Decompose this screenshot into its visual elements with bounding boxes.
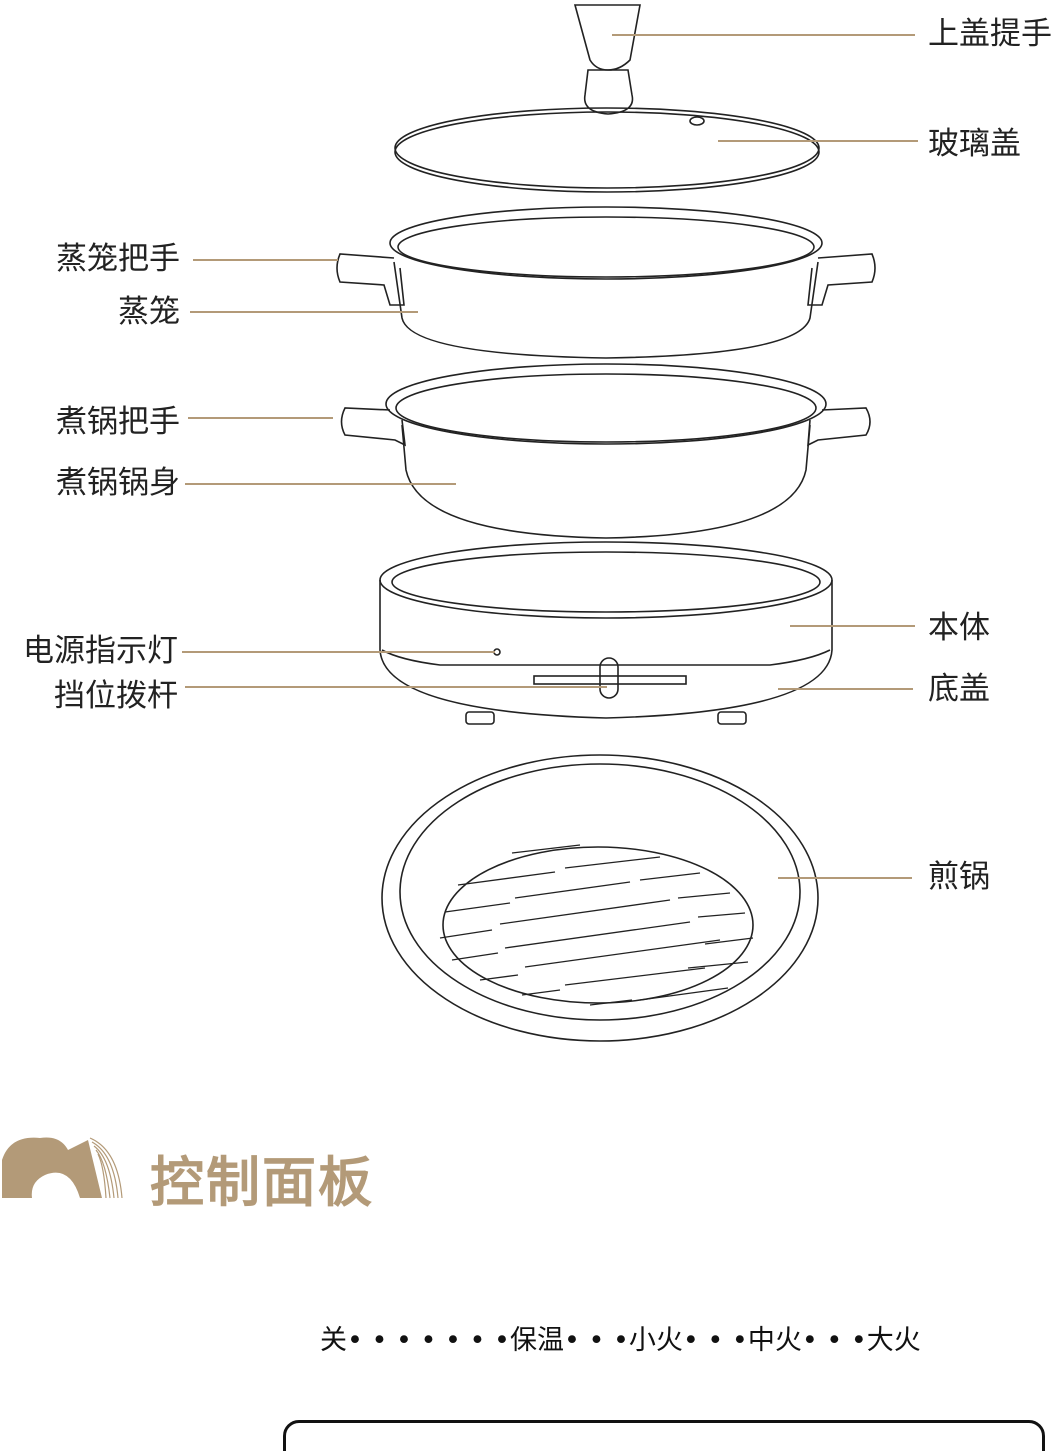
glass-lid-drawing: [394, 107, 820, 193]
base-drawing: [379, 541, 833, 725]
pot-drawing: [340, 363, 871, 539]
frying-pan-drawing: [381, 754, 819, 1042]
label-main-body: 本体: [928, 610, 990, 646]
label-frying-pan: 煎锅: [928, 859, 990, 895]
label-lid-handle: 上盖提手: [928, 16, 1052, 52]
label-gear-lever: 挡位拨杆: [54, 678, 178, 714]
gear-scale: 关• • • • • • •保温• • •小火• • •中火• • •大火: [320, 1325, 921, 1356]
section-logo-icon: [2, 1137, 123, 1199]
label-steamer-handle: 蒸笼把手: [56, 241, 180, 277]
label-bottom-cover: 底盖: [928, 671, 990, 707]
label-pot-body: 煮锅锅身: [56, 465, 180, 501]
label-steamer: 蒸笼: [118, 294, 180, 330]
label-power-indicator: 电源指示灯: [23, 633, 178, 669]
lid-handle-drawing: [573, 4, 641, 115]
label-pot-handle: 煮锅把手: [56, 404, 180, 440]
steamer-drawing: [336, 206, 876, 359]
leader-lines: [182, 34, 918, 879]
control-panel-outline: [283, 1420, 1045, 1451]
label-glass-lid: 玻璃盖: [928, 126, 1021, 162]
section-title: 控制面板: [150, 1151, 374, 1214]
